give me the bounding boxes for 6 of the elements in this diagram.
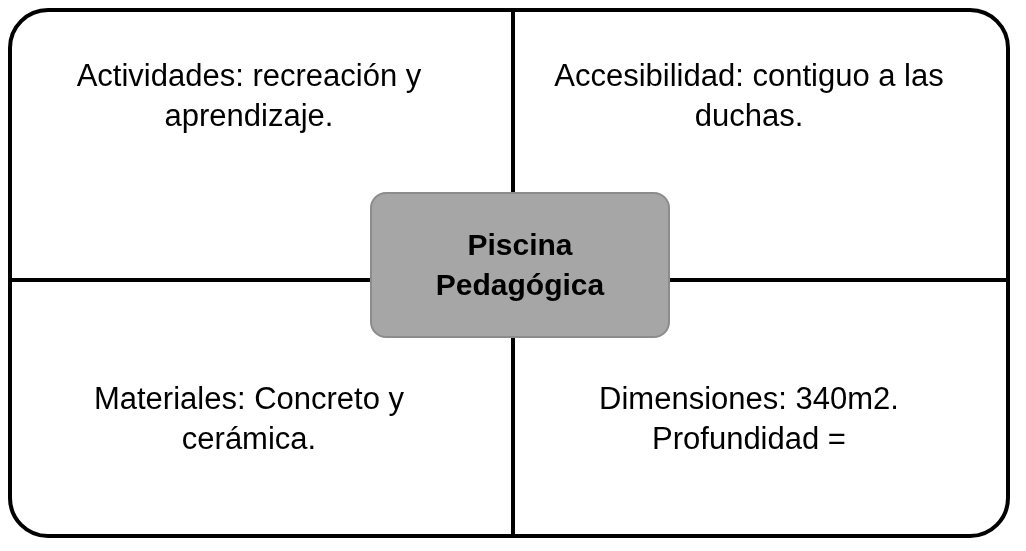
quadrant-text: Accesibilidad: contiguo a las duchas. (549, 56, 949, 136)
center-box: Piscina Pedagógica (370, 192, 670, 338)
quadrant-text: Dimensiones: 340m2. Profundidad = (549, 379, 949, 459)
frame-border (8, 8, 1010, 538)
quadrant-text: Actividades: recreación y aprendizaje. (49, 56, 449, 136)
quadrant-text: Materiales: Concreto y cerámica. (49, 379, 449, 459)
